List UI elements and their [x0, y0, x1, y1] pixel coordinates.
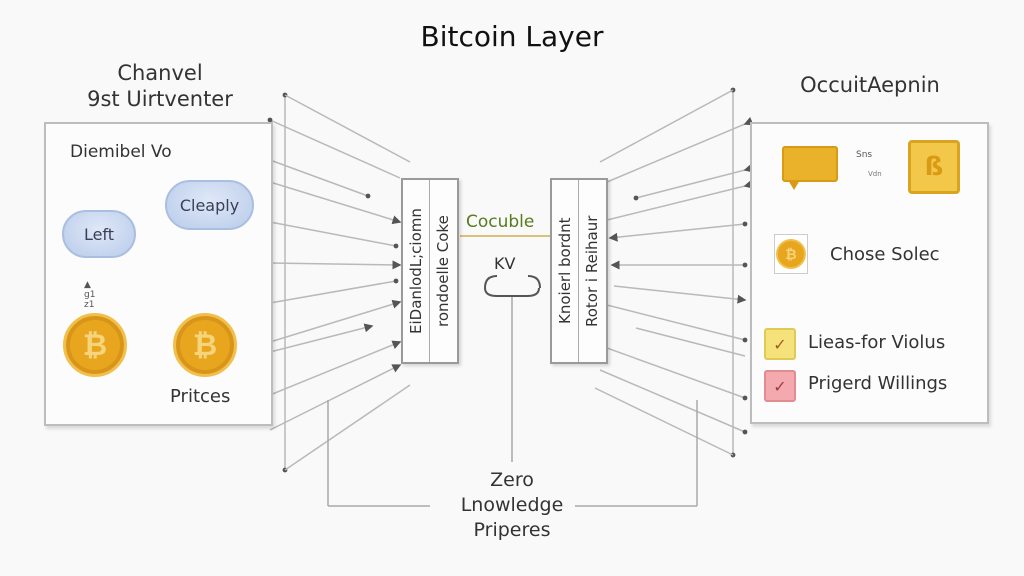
cloud-right-label: Cleaply: [179, 195, 240, 215]
connector-label: Cocuble: [466, 212, 535, 232]
left-heading-line2: 9st Uirtventer: [87, 87, 233, 111]
flow-label-top: Sns: [856, 150, 873, 160]
center-left-box: EiDanlodL;ciomn rondoelle Coke: [401, 178, 459, 364]
bitcoin-coin-left: ₿: [63, 313, 127, 377]
coin-item-frame: ₿: [774, 234, 808, 274]
bitcoin-icon: ₿: [192, 327, 218, 363]
checklist-item-2-label: Prigerd Willings: [808, 373, 948, 394]
center-right-box: Knoierl bordnt Rotor i Reihaur: [550, 178, 608, 364]
center-right-box-col1: Knoierl bordnt: [552, 180, 579, 362]
coin-item-label: Chose Solec: [830, 244, 940, 265]
bottom-label-line2: Lnowledge: [460, 494, 564, 516]
left-heading-line1: Chanvel: [117, 61, 203, 85]
bitcoin-symbol: ₿: [785, 246, 797, 263]
right-fan-lines: [594, 87, 754, 458]
left-heading: Chanvel 9st Uirtventer: [60, 60, 260, 112]
bitcoin-icon: ₿: [82, 327, 108, 363]
center-left-box-col1: EiDanlodL;ciomn: [403, 180, 430, 362]
cloud-left-label: Left: [83, 224, 115, 244]
checklist-item-1-label: Lieas-for Violus: [808, 332, 946, 353]
bitcoin-coin-right: ₿: [173, 313, 237, 377]
diagram-title: Bitcoin Layer: [420, 20, 604, 53]
left-panel-label: Diemibel Vo: [70, 142, 172, 162]
cloud-right: Cleaply: [165, 180, 254, 230]
kv-bracket: [484, 275, 541, 297]
bitcoin-icon: ₿: [776, 239, 806, 269]
chat-bubble-icon: [782, 146, 838, 190]
center-right-box-col2: Rotor i Reihaur: [583, 215, 601, 327]
bottom-label-line3: Priperes: [473, 519, 551, 541]
coins-label: Pritces: [170, 386, 231, 407]
flow-label-bottom: Vdn: [868, 170, 882, 178]
checkbox-1[interactable]: ✓: [764, 328, 796, 360]
bottom-bracket-lines: [212, 295, 698, 507]
center-left-box-col2: rondoelle Coke: [434, 215, 452, 327]
bracket-label: KV: [494, 254, 516, 273]
right-heading: OccuitAepnin: [800, 73, 940, 97]
left-panel: [44, 122, 273, 426]
cloud-left: Left: [62, 210, 136, 258]
bottom-label: Zero Lnowledge Priperes: [412, 468, 612, 543]
bottom-label-line1: Zero: [490, 469, 534, 491]
scroll-document-icon: ß: [908, 140, 960, 194]
checkbox-2[interactable]: ✓: [764, 370, 796, 402]
left-fan-lines: [267, 92, 411, 473]
